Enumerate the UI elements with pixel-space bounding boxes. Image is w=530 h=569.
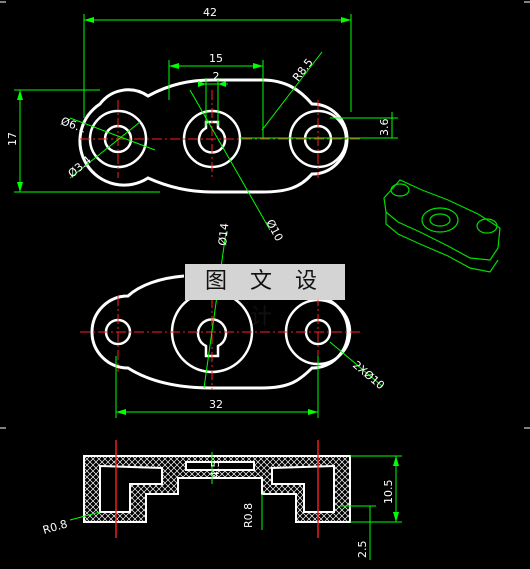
dim-outer-radius: R8.5 bbox=[290, 56, 316, 84]
middle-view: Ø14 32 2XØ10 bbox=[80, 222, 387, 418]
isometric-view bbox=[383, 179, 501, 273]
dim-span: 32 bbox=[209, 398, 223, 411]
top-view: 42 15 2 R8.5 Ø6.1 Ø3.4 3.6 17 Ø10 bbox=[6, 6, 398, 243]
dim-slot-height: 3.6 bbox=[378, 119, 391, 137]
dim-fillet-left: R0.8 bbox=[41, 517, 69, 536]
frame-ticks bbox=[0, 1, 530, 429]
watermark-banner: 图 文 设 计 bbox=[185, 264, 345, 330]
top-view-outline bbox=[78, 78, 349, 194]
dim-boss-dia: Ø10 bbox=[263, 217, 285, 243]
dim-center-distance: 15 bbox=[209, 52, 223, 65]
middle-keyhole bbox=[196, 318, 228, 358]
section-view: 4.5 R0.8 R0.8 10.5 2.5 bbox=[41, 440, 402, 560]
section-hatch bbox=[83, 455, 351, 523]
dim-hole-inner: Ø3.4 bbox=[66, 154, 94, 181]
dim-holes: 2XØ10 bbox=[350, 358, 387, 392]
dim-fillet-right: R0.8 bbox=[242, 503, 255, 528]
dim-base: 2.5 bbox=[356, 541, 369, 559]
center-keyhole bbox=[197, 120, 227, 154]
dim-overall-width: 42 bbox=[203, 6, 217, 19]
dim-hub-dia: Ø14 bbox=[216, 222, 231, 246]
dim-height: 17 bbox=[6, 132, 19, 146]
dim-key-width: 2 bbox=[213, 70, 220, 83]
dim-height: 10.5 bbox=[382, 480, 395, 505]
dim-depth: 4.5 bbox=[209, 461, 222, 479]
